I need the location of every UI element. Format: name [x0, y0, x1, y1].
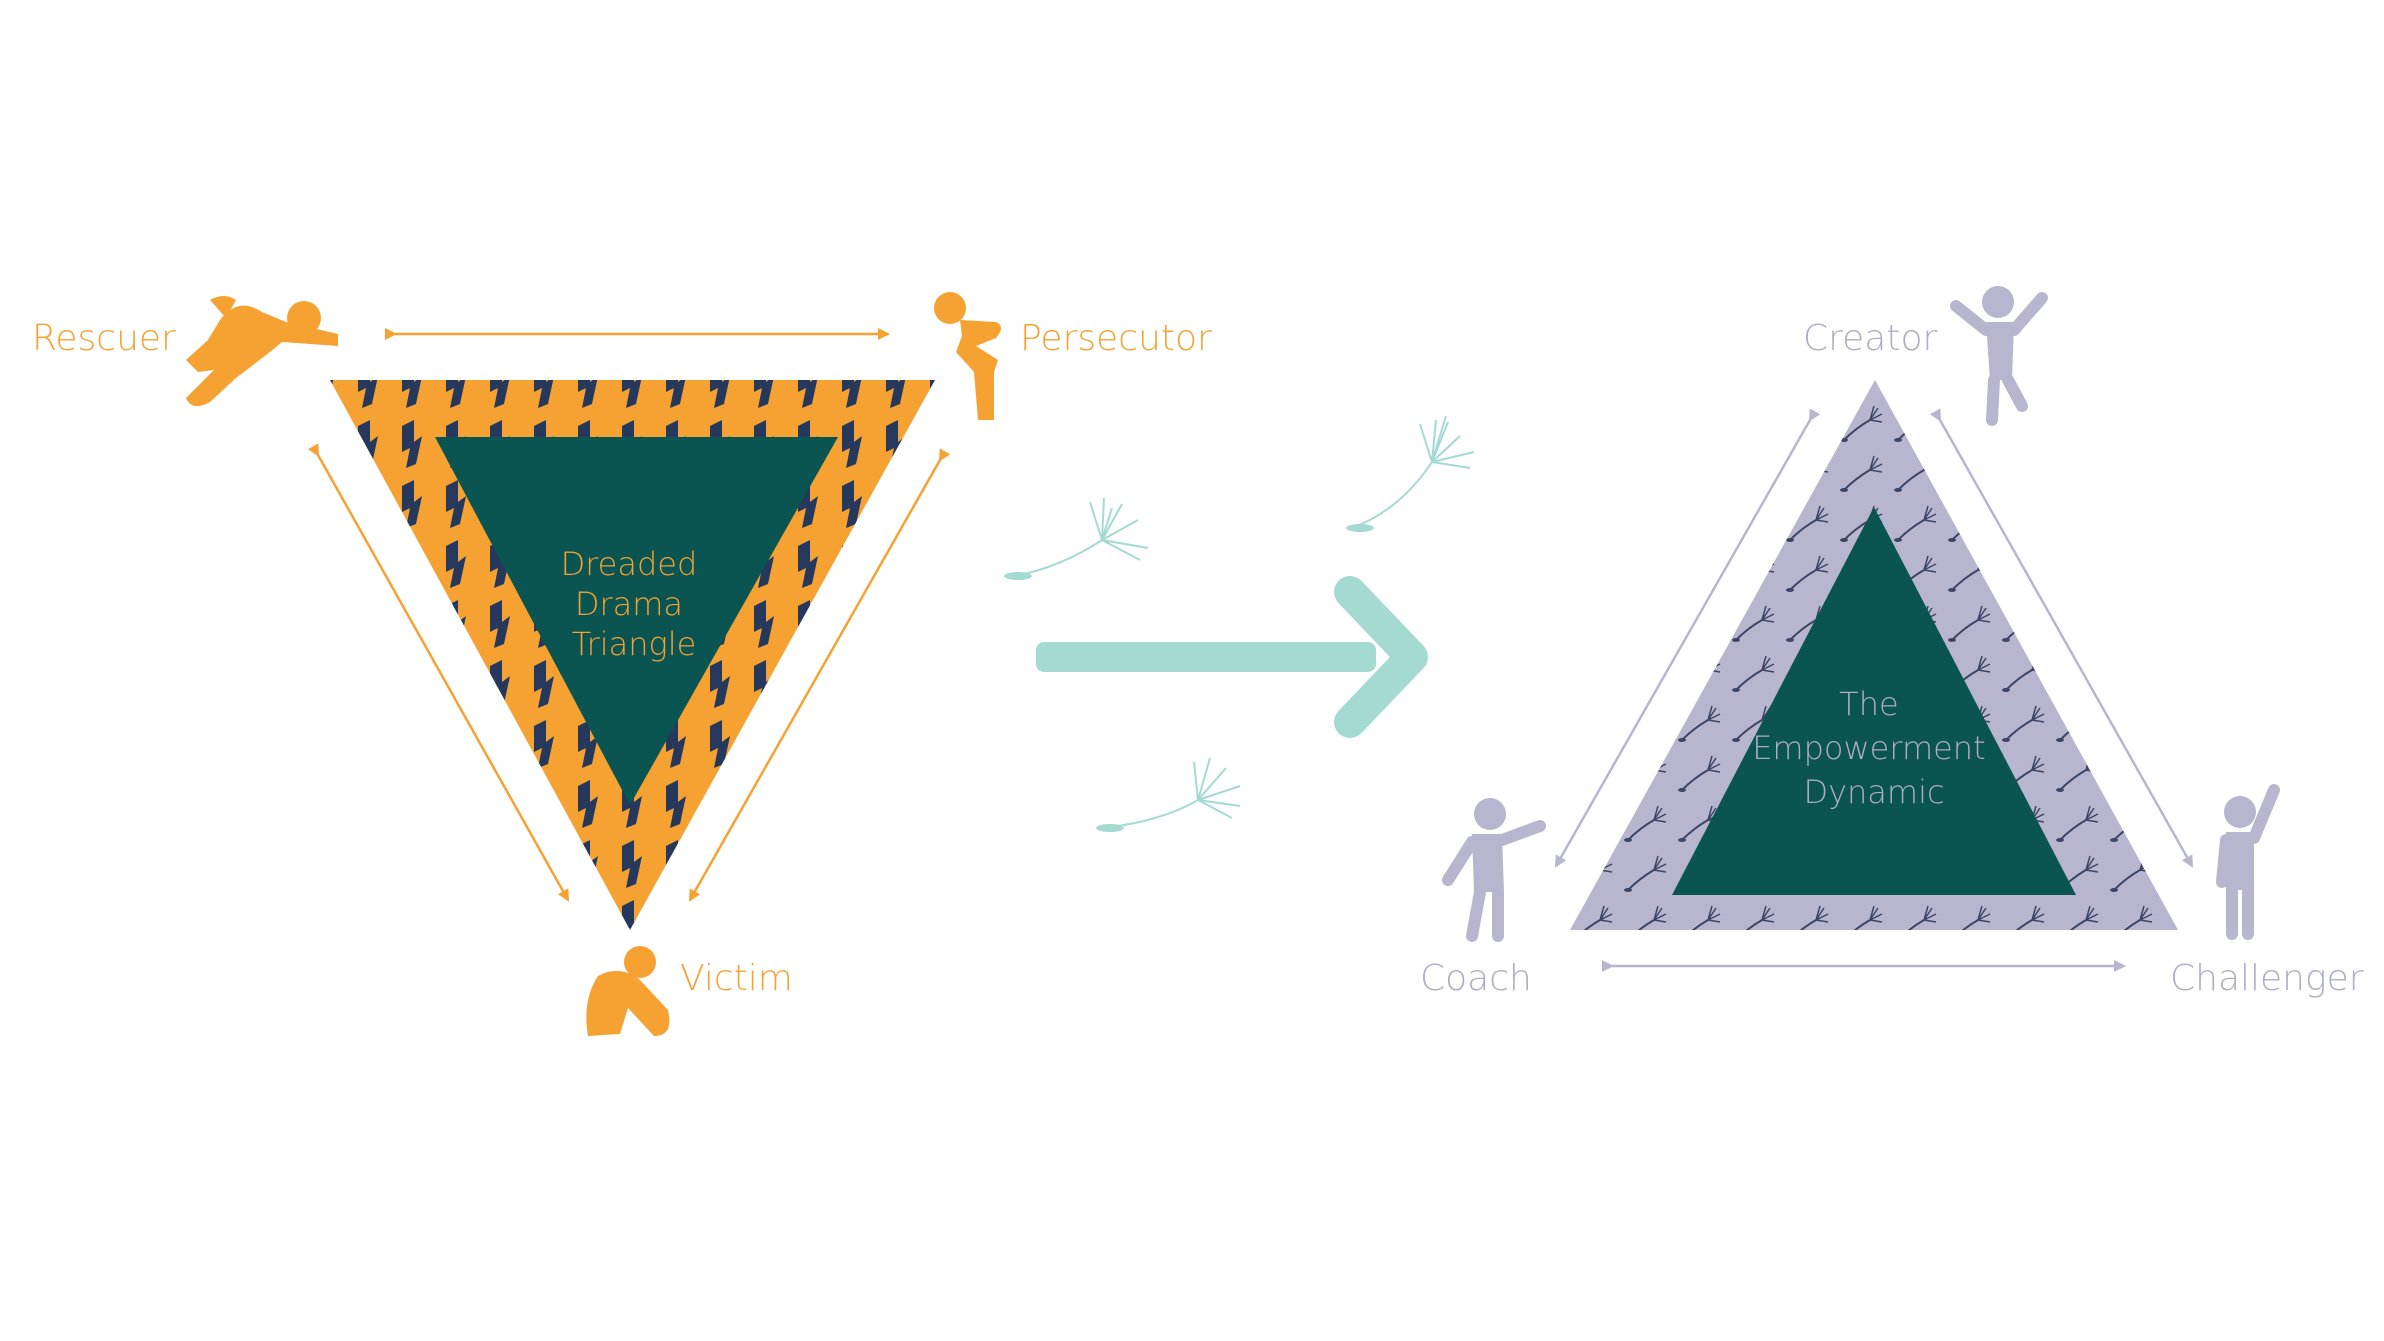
victim-label: Victim — [680, 958, 793, 999]
right-arrow-icon — [1036, 592, 1412, 722]
empowerment-triangle-group: The Empowerment Dynamic Creator Coach Ch… — [1420, 286, 2364, 999]
figure-jumping-icon — [1956, 286, 2042, 420]
challenger-label: Challenger — [2170, 958, 2364, 999]
creator-label: Creator — [1803, 318, 1937, 359]
drama-triangle-title: Dreaded Drama Triangle — [561, 545, 708, 663]
dandelion-seed-icon — [1096, 758, 1240, 832]
transition-group — [1004, 416, 1474, 832]
persecutor-label: Persecutor — [1020, 318, 1212, 359]
figure-raised-arm-icon — [2222, 790, 2274, 934]
dandelion-seed-icon — [1004, 498, 1148, 580]
figure-hugging-knees-icon — [586, 946, 669, 1036]
drama-triangle-group: Dreaded Drama Triangle Rescuer Persecuto… — [32, 292, 1212, 1036]
figure-reaching-icon — [1448, 798, 1540, 936]
empowerment-title-line-3: Dynamic — [1803, 773, 1944, 811]
drama-title-line-3: Triangle — [572, 625, 697, 663]
figure-lunging-icon — [186, 296, 338, 406]
drama-title-line-1: Dreaded — [561, 545, 698, 583]
empowerment-title-line-2: Empowerment — [1752, 729, 1985, 767]
coach-label: Coach — [1420, 958, 1532, 999]
dandelion-seed-icon — [1346, 416, 1474, 532]
figure-pointing-icon — [934, 292, 1001, 420]
empowerment-title-line-1: The — [1839, 685, 1899, 723]
drama-title-line-2: Drama — [575, 585, 683, 623]
rescuer-label: Rescuer — [32, 318, 176, 359]
